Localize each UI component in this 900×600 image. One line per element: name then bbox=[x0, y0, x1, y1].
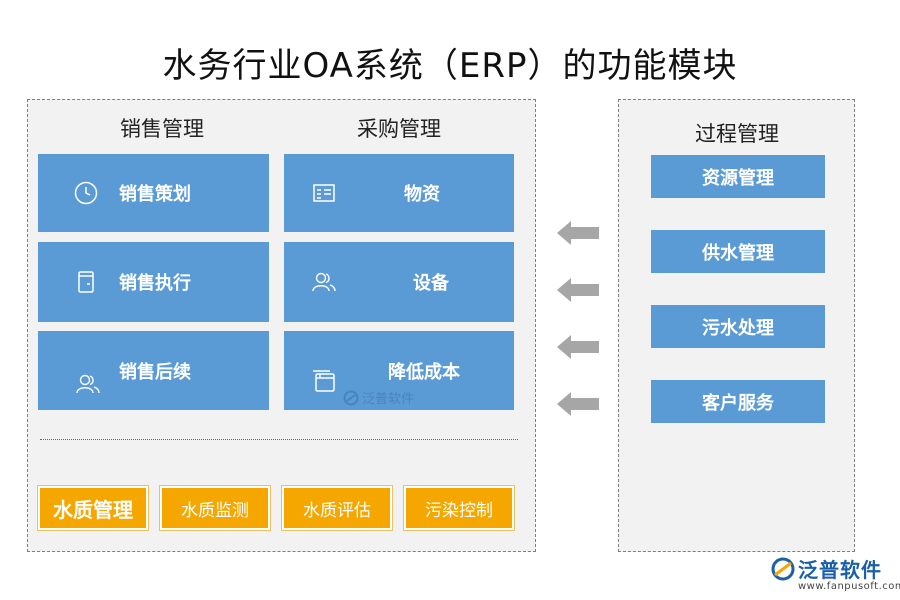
document-icon bbox=[73, 269, 99, 295]
diagram-title: 水务行业OA系统（ERP）的功能模块 bbox=[162, 46, 738, 86]
brand-logo-icon bbox=[771, 557, 795, 581]
sales-planning-label: 销售策划 bbox=[119, 184, 191, 205]
center-watermark: 泛普软件 bbox=[343, 388, 414, 407]
sewage-treatment-box: 污水处理 bbox=[651, 305, 825, 348]
left-arrow-icon bbox=[557, 392, 599, 416]
customer-service-label: 客户服务 bbox=[702, 392, 774, 414]
users-icon bbox=[75, 371, 101, 397]
materials-label: 物资 bbox=[404, 184, 440, 205]
purchase-heading: 采购管理 bbox=[357, 117, 441, 141]
customer-service-box: 客户服务 bbox=[651, 380, 825, 423]
process-heading: 过程管理 bbox=[695, 122, 779, 146]
materials-box: 物资 bbox=[284, 154, 514, 232]
water-supply-management-label: 供水管理 bbox=[702, 242, 774, 264]
cost-reduction-box: 降低成本 bbox=[284, 331, 514, 410]
clock-icon bbox=[73, 180, 99, 206]
sales-execution-box: 销售执行 bbox=[38, 242, 269, 322]
resource-management-label: 资源管理 bbox=[702, 167, 774, 189]
divider bbox=[40, 439, 518, 440]
sales-followup-label: 销售后续 bbox=[119, 361, 191, 383]
resource-management-box: 资源管理 bbox=[651, 155, 825, 198]
water-quality-management-box: 水质管理 bbox=[37, 485, 149, 531]
water-quality-management-label: 水质管理 bbox=[53, 497, 133, 522]
sales-heading: 销售管理 bbox=[120, 117, 204, 141]
sales-followup-box: 销售后续 bbox=[38, 331, 269, 410]
users-icon bbox=[311, 269, 337, 295]
brand-name: 泛普软件 bbox=[798, 558, 882, 582]
left-arrow-icon bbox=[557, 335, 599, 359]
water-quality-assessment-box: 水质评估 bbox=[281, 485, 393, 531]
left-arrow-icon bbox=[557, 221, 599, 245]
brand-url: www.fanpusoft.com bbox=[798, 581, 900, 592]
equipment-box: 设备 bbox=[284, 242, 514, 322]
pollution-control-label: 污染控制 bbox=[425, 500, 493, 521]
center-watermark-text: 泛普软件 bbox=[362, 392, 415, 407]
left-arrow-icon bbox=[557, 278, 599, 302]
watermark-logo-icon bbox=[343, 390, 359, 405]
sewage-treatment-label: 污水处理 bbox=[702, 317, 774, 339]
list-icon bbox=[311, 180, 337, 206]
brand-logo: 泛普软件 www.fanpusoft.com bbox=[768, 554, 900, 596]
sales-execution-label: 销售执行 bbox=[119, 273, 191, 294]
water-quality-monitoring-label: 水质监测 bbox=[181, 500, 249, 521]
sales-planning-box: 销售策划 bbox=[38, 154, 269, 232]
water-quality-assessment-label: 水质评估 bbox=[303, 500, 371, 521]
water-quality-monitoring-box: 水质监测 bbox=[159, 485, 271, 531]
pollution-control-box: 污染控制 bbox=[403, 485, 515, 531]
window-icon bbox=[311, 368, 337, 394]
water-supply-management-box: 供水管理 bbox=[651, 230, 825, 273]
cost-reduction-label: 降低成本 bbox=[388, 361, 460, 383]
equipment-label: 设备 bbox=[413, 273, 449, 294]
